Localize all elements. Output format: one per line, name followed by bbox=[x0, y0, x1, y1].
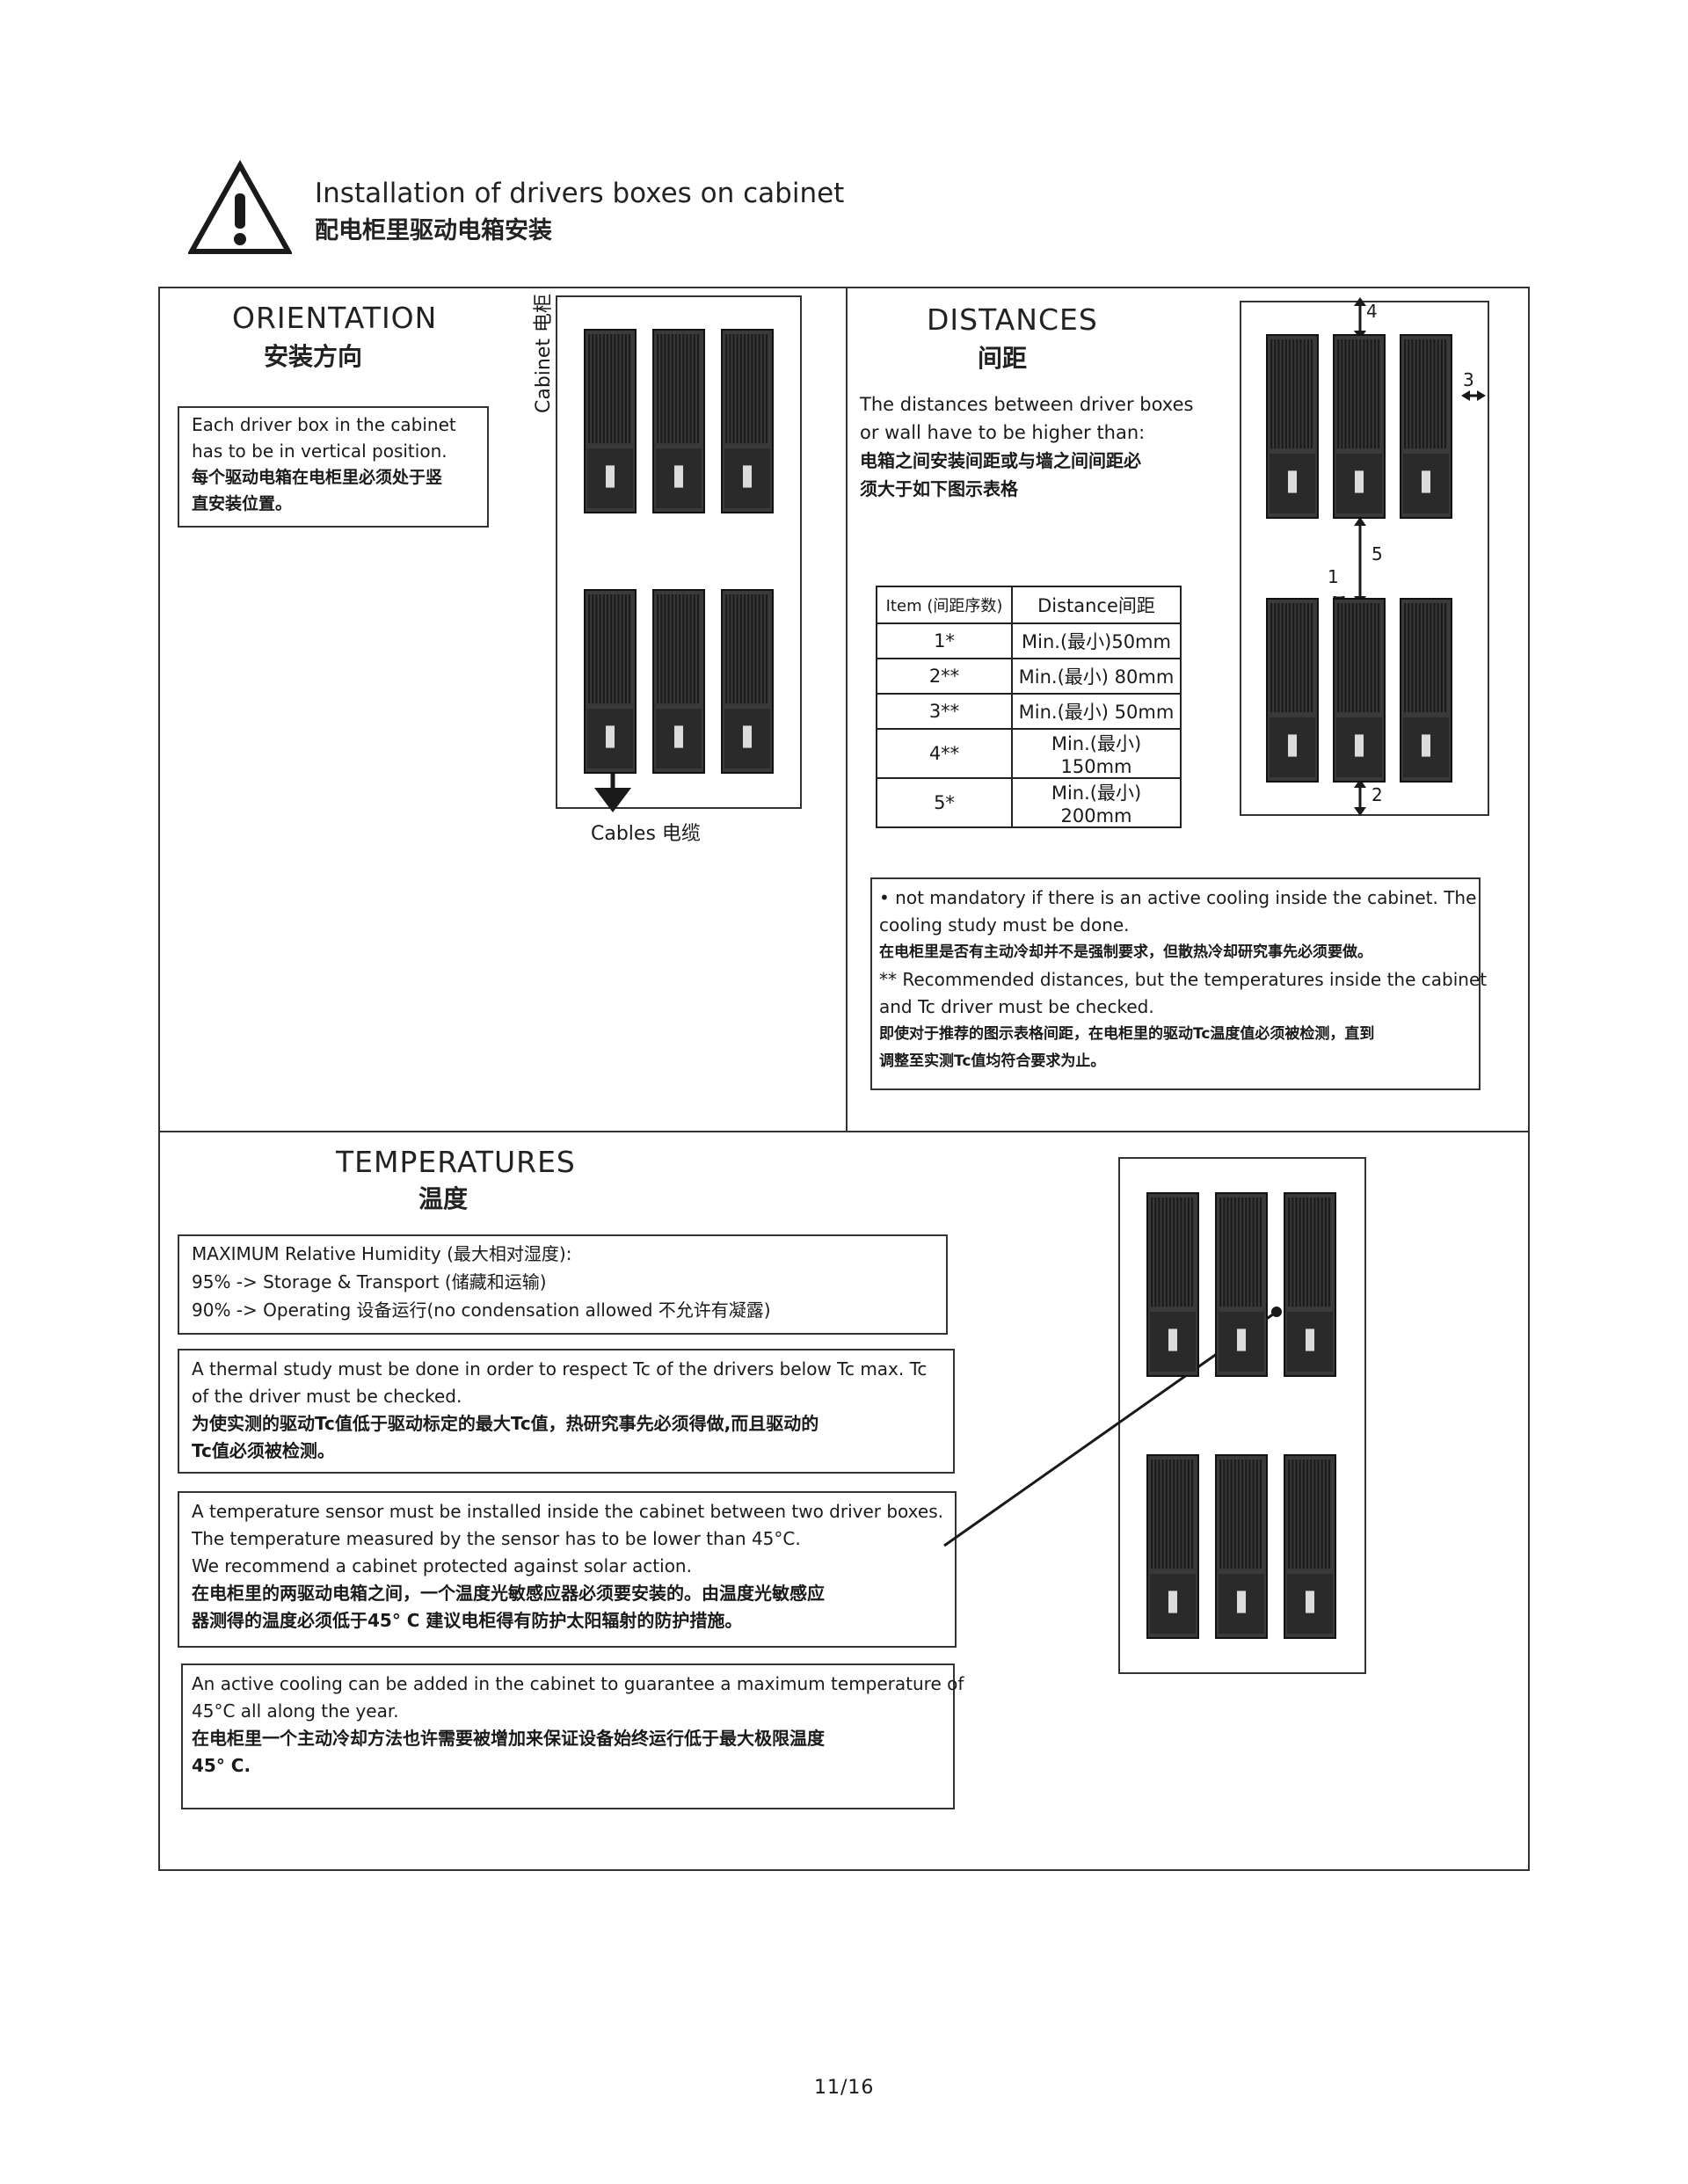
driver-box-icon bbox=[721, 329, 774, 517]
distances-intro-cn-2: 须大于如下图示表格 bbox=[860, 478, 1018, 499]
distances-intro-line-1: The distances between driver boxes bbox=[860, 394, 1194, 415]
orientation-note-cn-1: 每个驱动电箱在电柜里必须处于竖 bbox=[192, 468, 443, 487]
driver-box-icon bbox=[584, 329, 637, 517]
orientation-note: Each driver box in the cabinet has to be… bbox=[178, 406, 489, 528]
page-title-en: Installation of drivers boxes on cabinet bbox=[315, 178, 845, 209]
thermal-note: A thermal study must be done in order to… bbox=[178, 1349, 955, 1474]
driver-box-icon bbox=[1215, 1454, 1268, 1642]
footnote-cn-2: 即使对于推荐的图示表格间距，在电柜里的驱动Tc温度值必须被检测，直到 bbox=[879, 1025, 1375, 1043]
footnote-line-2: cooling study must be done. bbox=[879, 914, 1130, 935]
driver-box-icon bbox=[721, 589, 774, 777]
sensor-cn-1: 在电柜里的两驱动电箱之间，一个温度光敏感应器必须要安装的。由温度光敏感应 bbox=[192, 1583, 825, 1604]
driver-box-icon bbox=[1284, 1454, 1336, 1642]
driver-box-icon bbox=[1400, 598, 1452, 786]
sensor-line-3: We recommend a cabinet protected against… bbox=[192, 1555, 692, 1576]
page-title-cn: 配电柜里驱动电箱安装 bbox=[315, 217, 552, 244]
thermal-cn-1: 为使实测的驱动Tc值低于驱动标定的最大Tc值，热研究事先必须得做,而且驱动的 bbox=[192, 1413, 819, 1434]
distances-intro-line-2: or wall have to be higher than: bbox=[860, 422, 1146, 443]
table-row: 1* Min.(最小)50mm bbox=[876, 622, 1182, 659]
distance-label-3: 3 bbox=[1463, 369, 1474, 390]
table-header-item: Item (间距序数) bbox=[876, 586, 1013, 624]
sensor-line-2: The temperature measured by the sensor h… bbox=[192, 1528, 801, 1549]
driver-box-icon bbox=[1266, 598, 1319, 786]
warning-triangle-icon bbox=[188, 160, 292, 254]
table-cell-distance: Min.(最小) 50mm bbox=[1011, 693, 1182, 730]
table-header-row: Item (间距序数) Distance间距 bbox=[876, 586, 1182, 624]
orientation-note-line-2: has to be in vertical position. bbox=[192, 440, 447, 462]
distances-footnote: • not mandatory if there is an active co… bbox=[870, 877, 1488, 1090]
driver-box-icon bbox=[1215, 1192, 1268, 1380]
distances-subtitle: 间距 bbox=[978, 344, 1028, 373]
distance-label-5: 5 bbox=[1372, 543, 1383, 564]
driver-box-icon bbox=[1284, 1192, 1336, 1380]
footnote-cn-3: 调整至实测Tc值均符合要求为止。 bbox=[879, 1052, 1106, 1070]
temperatures-frame bbox=[158, 1131, 1530, 1871]
table-header-distance: Distance间距 bbox=[1011, 586, 1182, 624]
driver-box-icon bbox=[1146, 1454, 1199, 1642]
table-row: 2** Min.(最小) 80mm bbox=[876, 658, 1182, 695]
table-cell-distance: Min.(最小)50mm bbox=[1011, 622, 1182, 659]
orientation-note-line-1: Each driver box in the cabinet bbox=[192, 414, 456, 435]
humidity-line-1: MAXIMUM Relative Humidity (最大相对湿度): bbox=[192, 1243, 572, 1264]
table-cell-distance: Min.(最小) 200mm bbox=[1011, 777, 1182, 828]
driver-box-icon bbox=[652, 329, 705, 517]
sensor-line-1: A temperature sensor must be installed i… bbox=[192, 1501, 943, 1522]
driver-box-icon bbox=[1333, 334, 1386, 522]
distance-label-4: 4 bbox=[1366, 301, 1378, 322]
page-number: 11/16 bbox=[814, 2077, 875, 2099]
driver-box-icon bbox=[1400, 334, 1452, 522]
table-cell-item: 2** bbox=[876, 658, 1013, 695]
cables-label: Cables 电缆 bbox=[591, 823, 701, 845]
humidity-line-2: 95% -> Storage & Transport (储藏和运输) bbox=[192, 1271, 547, 1292]
cooling-note: An active cooling can be added in the ca… bbox=[181, 1663, 964, 1809]
distances-table: Item (间距序数) Distance间距 1* Min.(最小)50mm 2… bbox=[876, 586, 1182, 828]
driver-box-icon bbox=[1146, 1192, 1199, 1380]
footnote-cn-1: 在电柜里是否有主动冷却并不是强制要求，但散热冷却研究事先必须要做。 bbox=[879, 943, 1372, 961]
humidity-note: MAXIMUM Relative Humidity (最大相对湿度): 95% … bbox=[178, 1234, 948, 1335]
distances-intro-cn-1: 电箱之间安装间距或与墙之间间距必 bbox=[860, 450, 1141, 471]
driver-box-icon bbox=[1266, 334, 1319, 522]
sensor-note: A temperature sensor must be installed i… bbox=[178, 1491, 957, 1648]
thermal-line-2: of the driver must be checked. bbox=[192, 1386, 462, 1407]
temperatures-subtitle: 温度 bbox=[418, 1184, 469, 1213]
sensor-cn-2: 器测得的温度必须低于45° C 建议电柜得有防护太阳辐射的防护措施。 bbox=[192, 1610, 743, 1631]
thermal-line-1: A thermal study must be done in order to… bbox=[192, 1358, 928, 1380]
distances-intro: The distances between driver boxes or wa… bbox=[860, 390, 1193, 503]
cooling-line-2: 45°C all along the year. bbox=[192, 1700, 399, 1722]
cooling-cn-1: 在电柜里一个主动冷却方法也许需要被增加来保证设备始终运行低于最大极限温度 bbox=[192, 1728, 825, 1749]
distance-label-2: 2 bbox=[1372, 784, 1383, 805]
temperatures-title: TEMPERATURES bbox=[336, 1145, 576, 1179]
footnote-line-3: ** Recommended distances, but the temper… bbox=[879, 969, 1488, 990]
vertical-divider bbox=[846, 287, 848, 1132]
table-row: 4** Min.(最小) 150mm bbox=[876, 728, 1182, 779]
table-cell-item: 3** bbox=[876, 693, 1013, 730]
table-cell-distance: Min.(最小) 150mm bbox=[1011, 728, 1182, 779]
driver-box-icon bbox=[1333, 598, 1386, 786]
table-row: 3** Min.(最小) 50mm bbox=[876, 693, 1182, 730]
distances-title: DISTANCES bbox=[927, 302, 1098, 337]
orientation-subtitle: 安装方向 bbox=[264, 342, 363, 371]
thermal-cn-2: Tc值必须被检测。 bbox=[192, 1440, 335, 1461]
cooling-line-1: An active cooling can be added in the ca… bbox=[192, 1673, 964, 1694]
driver-box-icon bbox=[584, 589, 637, 777]
humidity-line-3: 90% -> Operating 设备运行(no condensation al… bbox=[192, 1299, 771, 1321]
table-cell-item: 1* bbox=[876, 622, 1013, 659]
distance-label-1: 1 bbox=[1328, 566, 1339, 587]
table-cell-distance: Min.(最小) 80mm bbox=[1011, 658, 1182, 695]
cooling-cn-2: 45° C. bbox=[192, 1755, 251, 1776]
table-cell-item: 4** bbox=[876, 728, 1013, 779]
footnote-line-1: • not mandatory if there is an active co… bbox=[879, 887, 1477, 908]
table-cell-item: 5* bbox=[876, 777, 1013, 828]
cabinet-label: Cabinet 电柜 bbox=[533, 293, 555, 413]
orientation-title: ORIENTATION bbox=[232, 301, 438, 335]
table-row: 5* Min.(最小) 200mm bbox=[876, 777, 1182, 828]
footnote-line-4: and Tc driver must be checked. bbox=[879, 996, 1154, 1017]
orientation-note-cn-2: 直安装位置。 bbox=[192, 494, 293, 513]
driver-box-icon bbox=[652, 589, 705, 777]
